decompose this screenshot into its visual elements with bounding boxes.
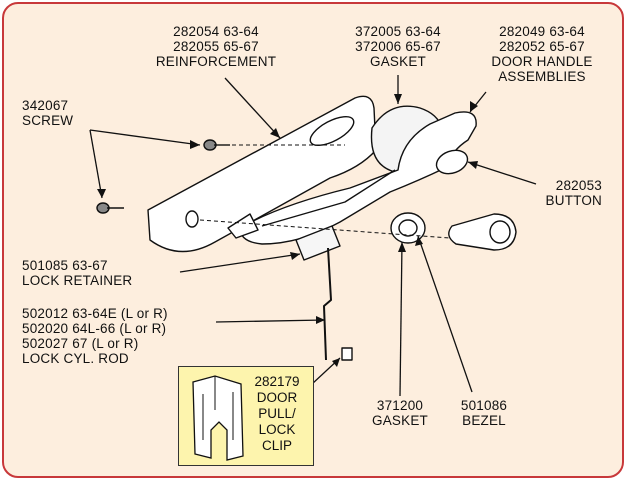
leader-button: [467, 161, 537, 185]
gasket-top-part-1: 372005 63-64: [355, 24, 441, 39]
screw-part: 342067: [22, 98, 69, 113]
label-gasket-top: 372005 63-64 372006 65-67 GASKET: [336, 24, 460, 69]
reinforcement-part-2: 282055 65-67: [173, 39, 259, 54]
door-handle: [239, 111, 477, 245]
clip-detail-illustration: [192, 375, 244, 461]
button-part: 282053: [555, 178, 602, 193]
handle-arm: [261, 169, 396, 227]
bezel-part: 501086: [460, 398, 508, 413]
lock-cylinder-rod: [323, 247, 332, 361]
leader-retainer: [179, 253, 301, 273]
reinforcement-hole-lower: [185, 210, 199, 228]
reinforcement-part-1: 282054 63-64: [173, 24, 259, 39]
gasket-bottom-name: GASKET: [372, 413, 428, 428]
leader-gasket-bottom: [399, 241, 403, 397]
label-lock-retainer: 501085 63-67 LOCK RETAINER: [22, 258, 132, 288]
reinforcement-tab: [227, 213, 259, 239]
clip-name-3: LOCK: [258, 422, 296, 437]
gasket-bottom-part: 371200: [376, 398, 424, 413]
leader-rod: [215, 319, 326, 323]
label-lock-rod: 502012 63-64E (L or R) 502020 64L-66 (L …: [22, 306, 168, 366]
clip-name-2: PULL/: [258, 406, 296, 421]
lock-key-face: [489, 220, 511, 244]
label-bezel: 501086 BEZEL: [448, 398, 520, 428]
bezel-name: BEZEL: [462, 413, 506, 428]
gasket-top-name: GASKET: [370, 54, 426, 69]
screw-name: SCREW: [22, 113, 74, 128]
handle-button: [435, 149, 469, 175]
label-gasket-bottom: 371200 GASKET: [358, 398, 442, 428]
label-button: 282053 BUTTON: [520, 178, 602, 208]
lock-rod-part-2: 502020 64L-66 (L or R): [22, 321, 167, 336]
gasket-top-part-2: 372006 65-67: [355, 39, 441, 54]
label-screw: 342067 SCREW: [22, 98, 73, 128]
leader-reinforcement: [224, 77, 281, 139]
label-reinforcement: 282054 63-64 282055 65-67 REINFORCEMENT: [138, 24, 294, 69]
clip-part: 282179: [254, 374, 300, 389]
lock-rod-part-3: 502027 67 (L or R): [22, 336, 139, 351]
clip-name-1: DOOR: [256, 390, 298, 405]
button-name: BUTTON: [545, 193, 602, 208]
door-handle-part-2: 282052 65-67: [499, 39, 585, 54]
label-door-handle: 282049 63-64 282052 65-67 DOOR HANDLE AS…: [476, 24, 608, 84]
screw-lower: [96, 202, 124, 214]
door-handle-name-1: DOOR HANDLE: [491, 54, 593, 69]
door-handle-name-2: ASSEMBLIES: [498, 69, 586, 84]
reinforcement-slot-upper: [309, 115, 355, 147]
bottom-gasket-inner: [398, 219, 418, 237]
label-clip: 282179 DOOR PULL/ LOCK CLIP: [246, 374, 308, 454]
clip-inset-box: [178, 366, 314, 466]
lock-retainer-name: LOCK RETAINER: [22, 273, 133, 288]
rod-clip: [341, 347, 353, 361]
leader-screw-1: [89, 129, 201, 146]
screw-upper: [203, 139, 230, 151]
door-handle-part-1: 282049 63-64: [499, 24, 585, 39]
lock-retainer: [295, 225, 341, 261]
leader-bezel: [417, 235, 473, 393]
reinforcement-name: REINFORCEMENT: [155, 54, 277, 69]
lock-retainer-part: 501085 63-67: [22, 258, 108, 273]
leader-screw-2: [89, 129, 103, 199]
lock-rod-part-1: 502012 63-64E (L or R): [22, 306, 168, 321]
clip-name-4: CLIP: [261, 438, 292, 453]
lock-rod-name: LOCK CYL. ROD: [22, 351, 129, 366]
